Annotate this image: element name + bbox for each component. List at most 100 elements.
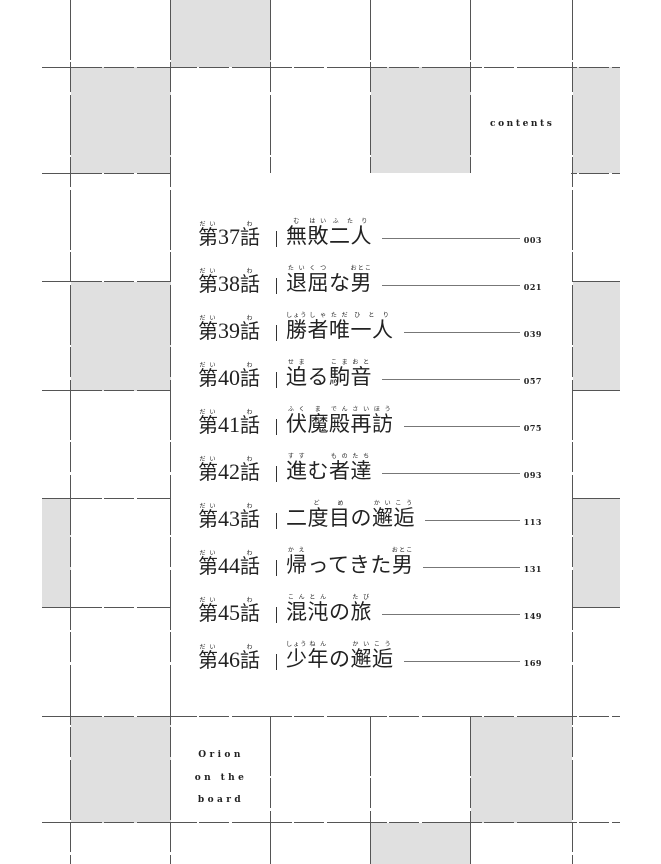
title-segment-base: 二 (286, 506, 308, 530)
title-segment-base: 迫 (286, 365, 308, 389)
title-segment-ruby: しょう (286, 312, 308, 319)
title-segment: 一人ひとり (350, 312, 394, 342)
leader-line (382, 614, 520, 615)
title-segment-base: 少 (286, 647, 308, 671)
chapter-prefix-base: 第 (198, 650, 218, 672)
title-segment-ruby: こう (372, 641, 394, 648)
title-segment-ruby: でん (329, 406, 351, 413)
chapter-prefix-base: 第 (198, 556, 218, 578)
separator-bar (276, 466, 277, 482)
chapter-num: 41 (218, 412, 240, 437)
leader-line (382, 473, 520, 474)
chapter-prefix: 第だい (198, 456, 218, 484)
separator-bar (276, 231, 277, 247)
chapter-prefix: 第だい (198, 503, 218, 531)
title-segment-base: 旅 (350, 600, 372, 624)
chapter-suffix: 話わ (240, 503, 260, 531)
leader-line (382, 379, 520, 380)
chapter-prefix-ruby: だい (198, 597, 218, 604)
title-segment-ruby: せま (286, 359, 308, 366)
title-segment-base: 一人 (350, 318, 394, 342)
title-segment: 帰かえ (286, 547, 308, 577)
separator-bar (276, 607, 277, 623)
title-segment-ruby: かい (350, 641, 372, 648)
title-segment-ruby: たび (350, 594, 372, 601)
series-title-line: Orion (198, 750, 244, 760)
chapter-suffix: 話わ (240, 409, 260, 437)
leader-line (425, 520, 520, 521)
title-segment-base: 逅 (393, 506, 415, 530)
title-segment: 勝しょう (286, 312, 308, 342)
title-segment-base: 屈 (307, 271, 329, 295)
title-segment-ruby: ひとり (350, 312, 394, 319)
title-segment: る (308, 365, 330, 389)
chapter-prefix-ruby: だい (198, 221, 218, 228)
chapter-title: 迫せまる駒こま音おと (286, 359, 372, 391)
title-segment-ruby: はい (307, 218, 329, 225)
page-number: 039 (523, 329, 542, 339)
chapter-title: 勝しょう者しゃ唯ただ一人ひとり (286, 312, 394, 344)
title-segment-base: 邂 (350, 647, 372, 671)
chapter-suffix: 話わ (240, 315, 260, 343)
title-segment: 無む (286, 218, 308, 248)
page-number: 003 (523, 235, 542, 245)
title-segment-ruby: しょう (286, 641, 308, 648)
chapter-prefix-ruby: だい (198, 456, 218, 463)
title-segment: 敗はい (308, 218, 330, 248)
title-segment-base: 訪 (372, 412, 394, 436)
separator-bar (276, 372, 277, 388)
title-segment: 退たい (286, 265, 308, 295)
title-segment-ruby: すす (286, 453, 308, 460)
grid-lines (42, 0, 620, 864)
title-segment: 者しゃ (308, 312, 330, 342)
chapter-suffix-ruby: わ (240, 597, 260, 604)
title-segment-ruby: かい (372, 500, 394, 507)
title-segment-ruby: しゃ (307, 312, 329, 319)
chapter-prefix: 第だい (198, 315, 218, 343)
chapter-suffix-ruby: わ (240, 503, 260, 510)
title-segment-base: 駒 (329, 365, 351, 389)
title-segment-ruby: ま (307, 406, 329, 413)
leader-line (382, 285, 520, 286)
chapter-prefix-base: 第 (198, 415, 218, 437)
separator-bar (276, 325, 277, 341)
title-segment: 男おとこ (392, 547, 414, 577)
title-segment-ruby: ねん (307, 641, 329, 648)
title-segment-base: の (329, 647, 351, 671)
chapter-prefix-base: 第 (198, 368, 218, 390)
title-segment-ruby: どめ (307, 500, 351, 507)
title-segment: 進すす (286, 453, 308, 483)
title-segment-base: 沌 (307, 600, 329, 624)
chapter-num: 44 (218, 553, 240, 578)
chapter-suffix-ruby: わ (240, 644, 260, 651)
title-segment-base: な (329, 271, 351, 295)
title-segment: ってきた (308, 553, 392, 577)
chapter-title: 帰かえってきた男おとこ (286, 547, 413, 579)
page-number: 149 (523, 611, 542, 621)
chapter-suffix: 話わ (240, 456, 260, 484)
chapter-suffix-base: 話 (240, 321, 260, 343)
chapter-suffix-base: 話 (240, 462, 260, 484)
title-segment: 旅たび (350, 594, 373, 624)
chapter-prefix: 第だい (198, 221, 218, 249)
chapter-prefix-ruby: だい (198, 315, 218, 322)
chapter-prefix: 第だい (198, 362, 218, 390)
title-segment-base: 伏 (286, 412, 308, 436)
chapter-prefix-base: 第 (198, 509, 218, 531)
chapter-title: 進すすむ者もの達たち (286, 453, 372, 485)
separator-bar (276, 513, 277, 529)
title-segment: 逅こう (372, 641, 394, 671)
